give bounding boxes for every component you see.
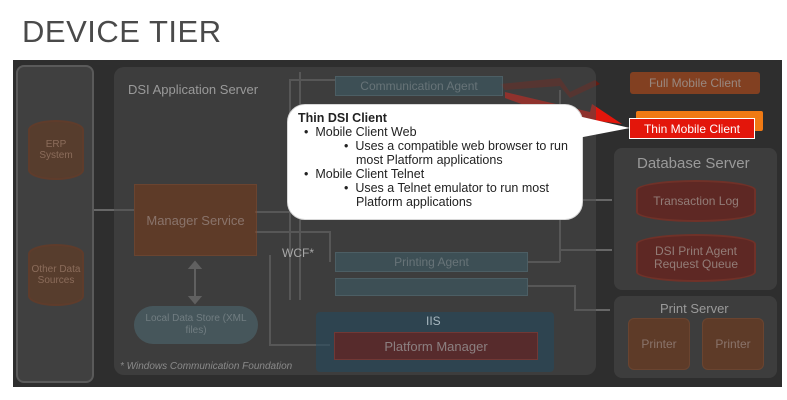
thin-client-callout: Thin DSI Client • Mobile Client Web • Us… [287, 104, 583, 220]
manager-service-box: Manager Service [134, 184, 257, 256]
erp-system-label: ERP System [39, 139, 73, 161]
other-data-sources-label: Other Data Sources [31, 264, 81, 286]
transaction-log-cylinder: Transaction Log [636, 180, 756, 222]
app-server-label: DSI Application Server [128, 82, 259, 97]
bullet-icon: • [304, 125, 316, 139]
local-data-store-label: Local Data Store (XML files) [145, 313, 247, 336]
wcf-label: WCF* [282, 246, 314, 260]
data-sources-panel [16, 65, 94, 383]
bullet-icon: • [304, 167, 316, 181]
erp-system-cylinder: ERP System [28, 120, 84, 180]
iis-label: IIS [426, 314, 441, 328]
callout-item-web-sub: • Uses a compatible web browser to run m… [298, 139, 572, 167]
thin-mobile-client-box: Thin Mobile Client [629, 118, 755, 139]
wcf-footnote: * Windows Communication Foundation [120, 361, 293, 372]
print-queue-label: DSI Print Agent Request Queue [653, 244, 739, 271]
print-server-label: Print Server [660, 301, 729, 316]
callout-heading: Thin DSI Client [298, 111, 387, 125]
printer-1-box: Printer [628, 318, 690, 370]
transaction-log-label: Transaction Log [653, 193, 739, 208]
agent-box-secondary [335, 278, 528, 296]
local-data-store: Local Data Store (XML files) [134, 306, 258, 344]
callout-item-web-sub-label: Uses a compatible web browser to run mos… [355, 139, 568, 167]
bullet-icon: • [344, 139, 356, 153]
bullet-icon: • [344, 181, 356, 195]
callout-item-telnet-sub: • Uses a Telnet emulator to run most Pla… [298, 181, 572, 209]
database-server-label: Database Server [637, 155, 750, 172]
full-mobile-client-box: Full Mobile Client [630, 72, 760, 94]
slide-title: DEVICE TIER [22, 14, 222, 49]
callout-item-telnet-label: Mobile Client Telnet [315, 167, 425, 181]
print-queue-cylinder: DSI Print Agent Request Queue [636, 234, 756, 282]
platform-manager-box: Platform Manager [334, 332, 538, 360]
printing-agent-box: Printing Agent [335, 252, 528, 272]
callout-pointer [578, 116, 630, 138]
printer-2-box: Printer [702, 318, 764, 370]
other-data-sources-cylinder: Other Data Sources [28, 244, 84, 306]
callout-item-telnet: • Mobile Client Telnet [298, 167, 572, 181]
callout-item-telnet-sub-label: Uses a Telnet emulator to run most Platf… [355, 181, 549, 209]
communication-agent-box: Communication Agent [335, 76, 503, 96]
callout-item-web: • Mobile Client Web [298, 125, 572, 139]
callout-item-web-label: Mobile Client Web [315, 125, 417, 139]
